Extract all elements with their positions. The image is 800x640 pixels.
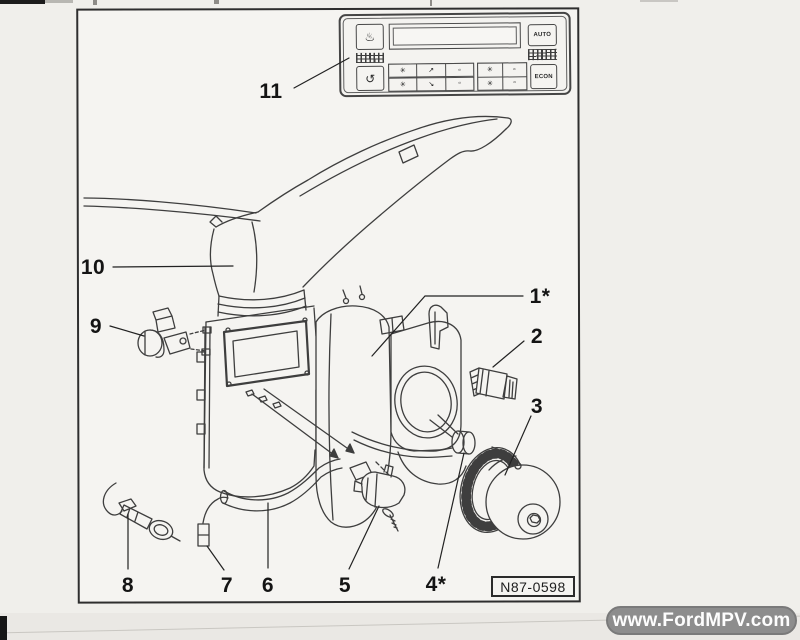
watermark-badge: www.FordMPV.com (606, 606, 797, 635)
callout-9: 9 (89, 315, 103, 338)
indicator-square-icon: ▫ (445, 77, 474, 91)
figure-frame (76, 7, 581, 604)
scan-corner-mark (0, 616, 7, 640)
fan-icon: ✳ (478, 63, 502, 77)
econ-button: ECON (530, 63, 558, 90)
scan-artifact (214, 0, 219, 4)
defrost-button: ♨ (355, 23, 384, 51)
callout-11: 11 (259, 80, 283, 103)
auto-button-label: AUTO (533, 31, 552, 39)
callout-4: 4* (425, 573, 447, 596)
callout-10: 10 (80, 256, 106, 279)
callout-5: 5 (338, 574, 352, 597)
figure-reference-box: N87-0598 (491, 576, 575, 597)
speaker-grille-left (355, 52, 385, 64)
callout-1: 1* (529, 285, 551, 308)
fan-icon: ✳ (478, 77, 502, 90)
scan-artifact (640, 0, 678, 2)
indicator-square-icon: ▫ (502, 63, 527, 77)
scan-artifact (93, 0, 97, 5)
econ-button-label: ECON (534, 73, 553, 80)
fan-icon: ✳ (389, 77, 417, 91)
auto-button: AUTO (527, 23, 557, 47)
recirculation-icon: ↺ (365, 71, 376, 86)
climate-control-panel: ♨ AUTO ↺ ✳ ↗ ▫ ✳ ↘ ▫ ✳ ▫ ✳ ▫ ECON (338, 11, 572, 98)
vent-up-icon: ↗ (417, 64, 445, 77)
scan-artifact (0, 0, 45, 4)
scan-artifact (45, 0, 73, 3)
indicator-square-icon: ▫ (502, 76, 527, 90)
watermark-text: www.FordMPV.com (612, 609, 791, 631)
recirculation-button: ↺ (356, 65, 385, 92)
figure-reference-label: N87-0598 (500, 578, 566, 595)
speaker-grille-right (527, 48, 558, 61)
display-screen (392, 26, 517, 46)
defrost-icon: ♨ (364, 29, 376, 44)
vent-down-icon: ↘ (417, 77, 446, 91)
display-window (388, 22, 521, 50)
callout-7: 7 (220, 574, 234, 597)
callout-8: 8 (121, 574, 135, 597)
callout-2: 2 (530, 325, 544, 348)
fan-icon: ✳ (389, 64, 417, 78)
callout-3: 3 (530, 395, 544, 418)
right-zone-button-grid: ✳ ▫ ✳ ▫ (477, 62, 528, 91)
scan-artifact (430, 0, 432, 6)
indicator-square-icon: ▫ (445, 63, 474, 77)
callout-6: 6 (261, 574, 275, 597)
